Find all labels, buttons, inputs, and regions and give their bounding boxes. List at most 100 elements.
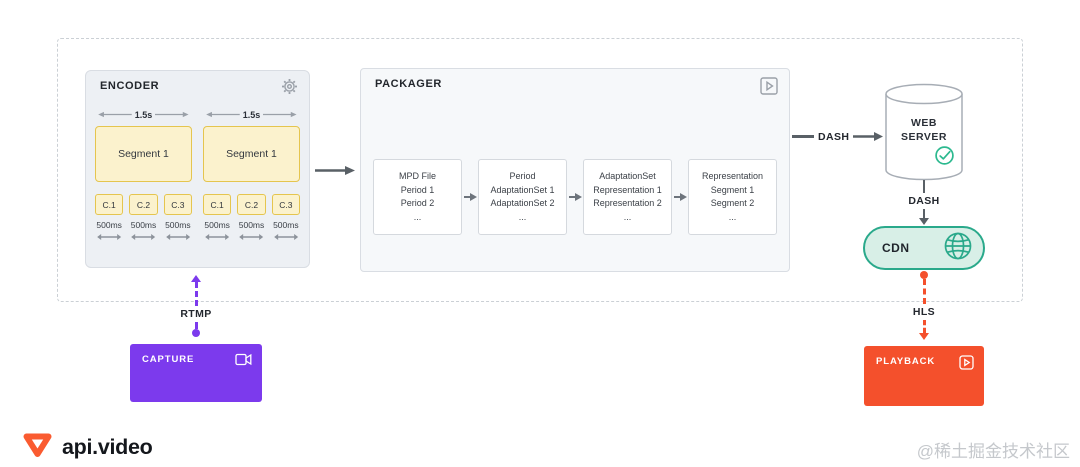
- arrow-up-icon: [191, 275, 201, 282]
- chunk-duration-row: 500ms 500ms 500ms: [95, 220, 192, 230]
- segment-label: Segment 1: [226, 148, 277, 160]
- segment-duration-row: 1.5s: [205, 108, 298, 121]
- logo-mark-icon: [22, 429, 53, 465]
- connector-line: [792, 135, 814, 138]
- capture-to-encoder-connector: RTMP: [178, 275, 214, 337]
- segment-group: 1.5s Segment 1 C.1 C.2 C.3 500ms 500ms 5…: [95, 108, 192, 241]
- connector-dot: [192, 329, 200, 337]
- dash-label: DASH: [908, 195, 940, 207]
- connector-line: [922, 180, 926, 193]
- capture-label: CAPTURE: [142, 354, 195, 365]
- chunk-row: C.1 C.2 C.3: [95, 194, 192, 215]
- encoder-box: ENCODER 1.5s Segment 1: [85, 70, 310, 268]
- web-server-label: WEB SERVER: [885, 116, 963, 144]
- packager-box: PACKAGER MPD File Period 1 Period 2 ... …: [360, 68, 790, 272]
- logo-text: api.video: [62, 434, 153, 459]
- globe-icon: [943, 231, 973, 266]
- dashed-line: [922, 320, 926, 333]
- segment-group: 1.5s Segment 1 C.1 C.2 C.3 500ms 500ms 5…: [203, 108, 300, 241]
- dashed-line: [194, 282, 198, 306]
- packager-cards: MPD File Period 1 Period 2 ... Period Ad…: [373, 159, 777, 235]
- segment-box: Segment 1: [203, 126, 300, 182]
- card-arrow-icon: [673, 193, 687, 201]
- card-line: ...: [413, 211, 422, 222]
- card-line: Representation 2: [593, 198, 662, 208]
- rtmp-label: RTMP: [180, 308, 212, 320]
- card-line: ...: [623, 211, 632, 222]
- double-arrow-icon: [165, 234, 190, 240]
- dash-label: DASH: [818, 130, 850, 143]
- capture-box: CAPTURE: [130, 344, 262, 402]
- chunk-box: C.2: [237, 194, 266, 215]
- chunk-row: C.1 C.2 C.3: [203, 194, 300, 215]
- segment-box: Segment 1: [95, 126, 192, 182]
- cdn-pill: CDN: [863, 226, 985, 270]
- webserver-to-cdn-connector: DASH: [894, 180, 954, 225]
- segment-duration-label: 1.5s: [242, 109, 261, 120]
- dashed-line: [922, 279, 926, 304]
- web-server-line1: WEB: [911, 117, 937, 129]
- double-arrow-icon: [131, 234, 156, 240]
- card-line: Segment 2: [710, 198, 755, 208]
- playback-label: PLAYBACK: [876, 356, 936, 367]
- card-arrow-icon: [463, 193, 477, 201]
- chunk-duration-label: 500ms: [204, 220, 230, 230]
- card-line: AdaptationSet: [599, 171, 656, 181]
- packager-to-webserver-connector: DASH: [792, 130, 886, 143]
- chunk-box: C.3: [163, 194, 192, 215]
- packager-card: Representation Segment 1 Segment 2 ...: [688, 159, 777, 235]
- packager-title: PACKAGER: [375, 78, 442, 90]
- encoder-segment-groups: 1.5s Segment 1 C.1 C.2 C.3 500ms 500ms 5…: [95, 108, 300, 241]
- card-line: Representation: [701, 171, 764, 181]
- segment-label: Segment 1: [118, 148, 169, 160]
- arrow-left-icon: [206, 111, 240, 118]
- connector-line: [922, 209, 926, 218]
- watermark: @稀土掘金技术社区: [916, 442, 1070, 461]
- card-arrow-icon: [568, 193, 582, 201]
- chunk-box: C.1: [95, 194, 124, 215]
- segment-duration-row: 1.5s: [97, 108, 190, 121]
- card-line: Period 1: [400, 184, 435, 195]
- chunk-duration-label: 500ms: [96, 220, 122, 230]
- card-line: ...: [518, 211, 527, 222]
- card-line: Representation 1: [593, 184, 662, 195]
- segment-duration-label: 1.5s: [134, 109, 153, 120]
- packager-card: Period AdaptationSet 1 AdaptationSet 2 .…: [478, 159, 567, 235]
- check-icon: [934, 145, 955, 171]
- chunk-width-arrows: [203, 233, 300, 241]
- chunk-duration-label: 500ms: [238, 220, 265, 230]
- chunk-box: C.3: [271, 194, 300, 215]
- chunk-box: C.1: [203, 194, 232, 215]
- cdn-label: CDN: [882, 241, 910, 255]
- chunk-duration-row: 500ms 500ms 500ms: [203, 220, 300, 230]
- encoder-to-packager-arrow: [315, 166, 355, 175]
- chunk-width-arrows: [95, 233, 192, 241]
- video-camera-icon: [235, 353, 252, 371]
- double-arrow-icon: [97, 234, 122, 240]
- double-arrow-icon: [239, 234, 264, 240]
- api-video-logo: api.video: [22, 429, 153, 465]
- connector-dot: [920, 271, 928, 279]
- arrow-down-icon: [919, 218, 929, 225]
- chunk-duration-label: 500ms: [273, 220, 299, 230]
- web-server-line2: SERVER: [901, 131, 947, 143]
- card-line: AdaptationSet 2: [490, 198, 555, 208]
- chunk-box: C.2: [129, 194, 158, 215]
- card-line: MPD File: [398, 171, 436, 181]
- web-server: WEB SERVER: [885, 83, 963, 182]
- double-arrow-icon: [205, 234, 230, 240]
- gear-icon: [281, 78, 298, 100]
- arrow-right-icon: [853, 132, 884, 141]
- packager-card: MPD File Period 1 Period 2 ...: [373, 159, 462, 235]
- arrow-down-icon: [919, 333, 929, 340]
- cdn-to-playback-connector: HLS: [906, 271, 942, 340]
- chunk-duration-label: 500ms: [130, 220, 157, 230]
- play-icon: [959, 355, 974, 375]
- hls-label: HLS: [912, 306, 936, 318]
- packager-card: AdaptationSet Representation 1 Represent…: [583, 159, 672, 235]
- dashed-line: [194, 322, 198, 329]
- double-arrow-icon: [273, 234, 298, 240]
- arrow-right-icon: [263, 111, 297, 118]
- arrow-left-icon: [98, 111, 132, 118]
